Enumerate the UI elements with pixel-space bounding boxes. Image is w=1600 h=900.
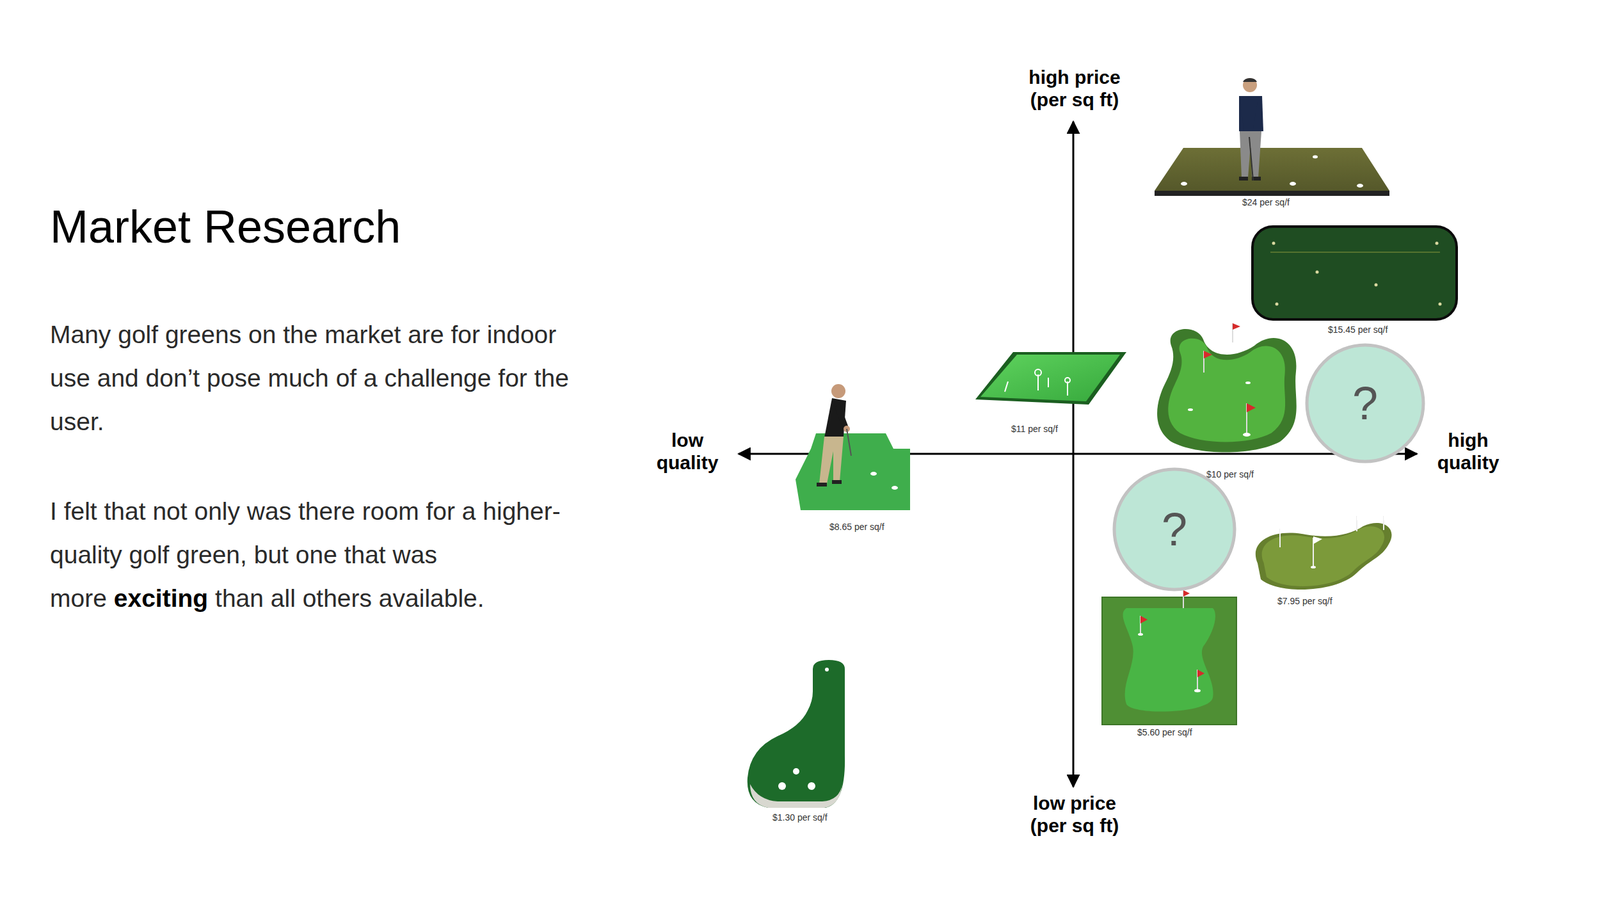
question-circle: ? <box>1111 466 1238 592</box>
body-paragraph: I felt that not only was there room for … <box>49 489 582 621</box>
body-text: than all others available. <box>215 584 485 612</box>
flat-mat <box>975 352 1127 405</box>
axis-label: high price (per sq ft) <box>1013 66 1136 111</box>
emphasis-text: exciting <box>113 584 208 612</box>
price-label: $10 per sq/f <box>1206 469 1254 480</box>
body-paragraph: Many golf greens on the market are for i… <box>49 312 582 444</box>
price-label: $24 per sq/f <box>1242 197 1290 208</box>
putting-mat <box>747 659 845 808</box>
price-label: $8.65 per sq/f <box>829 521 885 532</box>
olive-blob-green <box>1255 515 1392 590</box>
low-quality-green <box>795 384 911 511</box>
premium-mat <box>1154 78 1390 196</box>
rectangular-green <box>1102 590 1237 725</box>
axis-label: high quality <box>1423 429 1513 474</box>
price-label: $7.95 per sq/f <box>1277 595 1333 607</box>
price-label: $5.60 per sq/f <box>1137 727 1193 738</box>
price-label: $1.30 per sq/f <box>772 812 828 823</box>
price-label: $11 per sq/f <box>1011 423 1058 434</box>
kidney-green <box>1157 323 1297 453</box>
question-circle: ? <box>1304 342 1426 464</box>
axis-label: low quality <box>642 429 733 474</box>
question-mark: ? <box>1111 466 1238 592</box>
price-label: $15.45 per sq/f <box>1328 324 1388 335</box>
rounded-green <box>1252 226 1457 320</box>
question-mark: ? <box>1304 342 1426 464</box>
slide-title: Market Research <box>49 203 401 250</box>
axis-label: low price (per sq ft) <box>1013 792 1136 837</box>
